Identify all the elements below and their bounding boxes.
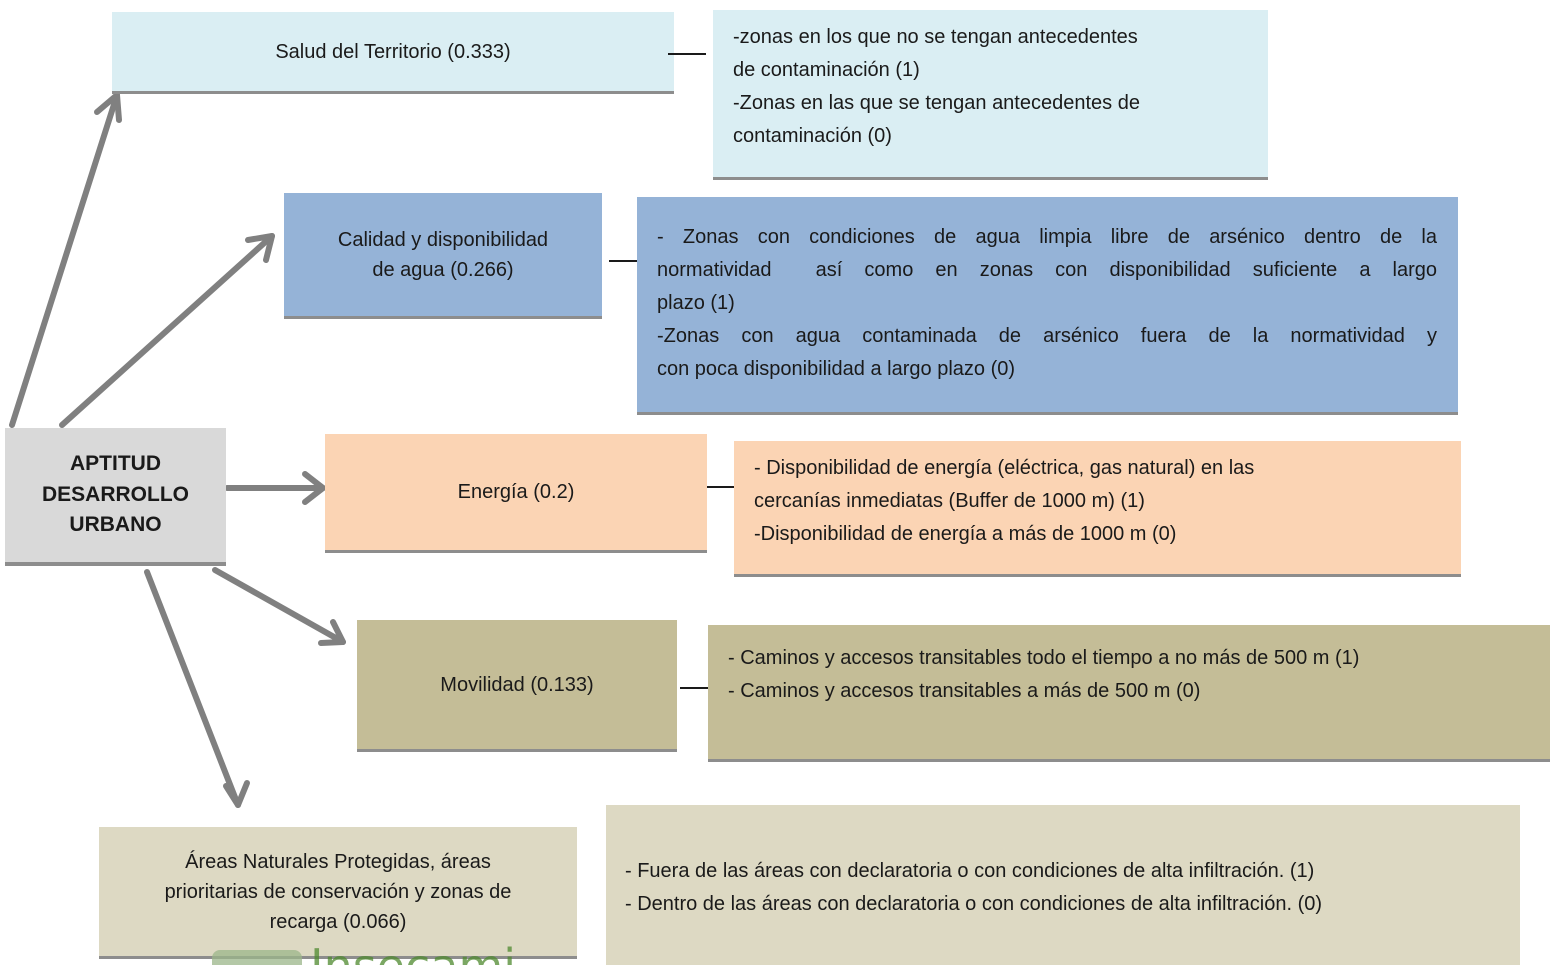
description-movilidad-line-2: - Caminos y accesos transitables a más d… [728, 680, 1201, 702]
connector-salud [668, 53, 706, 55]
arrow-to-movilidad [212, 567, 346, 646]
description-salud-line-4: contaminación (0) [733, 125, 892, 147]
central-node-line-2: DESARROLLO [42, 482, 189, 506]
description-salud-line-1: -zonas en los que no se tengan anteceden… [733, 26, 1138, 48]
arrow-to-anp [144, 569, 250, 808]
arrow-to-salud [9, 92, 122, 428]
description-anp: - Fuera de las áreas con declaratoria o … [606, 805, 1520, 965]
central-node: APTITUD DESARROLLO URBANO [5, 428, 226, 566]
description-agua-line-1: - Zonas con condiciones de agua limpia l… [657, 226, 1437, 248]
connector-energia [707, 486, 734, 488]
description-agua-line-2: normatividad así como en zonas con dispo… [657, 259, 1437, 281]
factor-agua-line-2: de agua (0.266) [372, 258, 514, 281]
connector-movilidad [680, 687, 708, 689]
description-movilidad: - Caminos y accesos transitables todo el… [708, 625, 1550, 762]
factor-salud-label: Salud del Territorio (0.333) [275, 40, 511, 63]
factor-agua: Calidad y disponibilidad de agua (0.266) [284, 193, 602, 319]
factor-anp-line-1: Áreas Naturales Protegidas, áreas [185, 850, 491, 873]
factor-movilidad-label: Movilidad (0.133) [440, 673, 594, 696]
description-agua: - Zonas con condiciones de agua limpia l… [637, 197, 1458, 415]
description-energia: - Disponibilidad de energía (eléctrica, … [734, 441, 1461, 577]
watermark-logo: Insecami [212, 942, 522, 965]
description-energia-line-3: -Disponibilidad de energía a más de 1000… [754, 523, 1177, 545]
description-movilidad-line-1: - Caminos y accesos transitables todo el… [728, 647, 1360, 669]
factor-anp-line-3: recarga (0.066) [269, 910, 407, 933]
factor-salud: Salud del Territorio (0.333) [112, 12, 674, 94]
description-anp-line-2: - Dentro de las áreas con declaratoria o… [625, 893, 1323, 915]
watermark-logo-text: Insecami [310, 943, 516, 965]
central-node-line-3: URBANO [69, 513, 162, 537]
central-node-line-1: APTITUD [70, 452, 161, 476]
factor-anp-line-2: prioritarias de conservación y zonas de [164, 880, 512, 903]
description-salud-line-3: -Zonas en las que se tengan antecedentes… [733, 92, 1140, 114]
factor-anp: Áreas Naturales Protegidas, áreas priori… [99, 827, 577, 959]
factor-energia: Energía (0.2) [325, 434, 707, 553]
description-anp-line-1: - Fuera de las áreas con declaratoria o … [625, 860, 1315, 882]
description-agua-line-4: -Zonas con agua contaminada de arsénico … [657, 325, 1437, 347]
description-salud-line-2: de contaminación (1) [733, 59, 920, 81]
factor-movilidad: Movilidad (0.133) [357, 620, 677, 752]
description-energia-line-1: - Disponibilidad de energía (eléctrica, … [754, 457, 1255, 479]
connector-agua [609, 260, 637, 262]
arrow-to-energia [224, 471, 326, 505]
factor-agua-line-1: Calidad y disponibilidad [337, 228, 549, 251]
factor-energia-label: Energía (0.2) [457, 481, 575, 503]
watermark-logo-icon [212, 950, 302, 965]
description-energia-line-2: cercanías inmediatas (Buffer de 1000 m) … [754, 490, 1145, 512]
description-agua-line-5: con poca disponibilidad a largo plazo (0… [657, 358, 1016, 380]
arrow-to-agua [59, 233, 275, 428]
description-agua-line-3: plazo (1) [657, 292, 735, 314]
description-salud: -zonas en los que no se tengan anteceden… [713, 10, 1268, 180]
